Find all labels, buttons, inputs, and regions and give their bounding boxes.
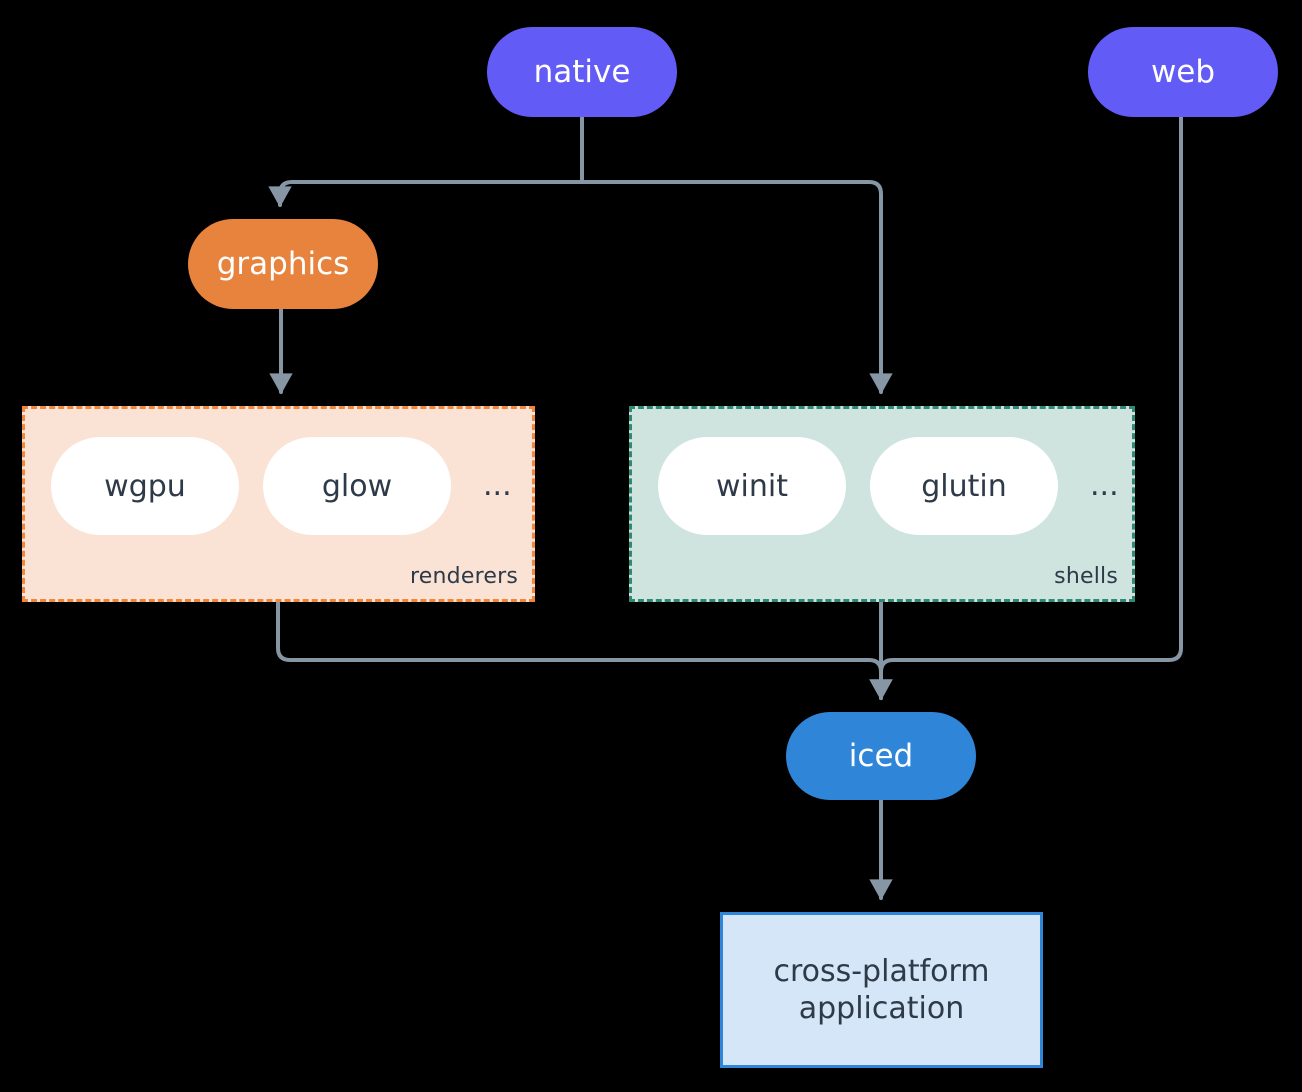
chip-glow-label: glow — [321, 468, 393, 504]
node-iced[interactable]: iced — [786, 712, 976, 800]
node-native[interactable]: native — [487, 27, 677, 117]
chip-glutin-label: glutin — [921, 468, 1007, 504]
node-graphics-label: graphics — [216, 245, 350, 282]
edge-renderers-to-iced — [276, 600, 893, 701]
shells-chip-row: winit glutin ... — [658, 437, 1119, 535]
edge-native-to-graphics — [268, 180, 584, 208]
chip-glow[interactable]: glow — [263, 437, 451, 535]
group-shells: winit glutin ... shells — [629, 406, 1135, 602]
group-renderers-label: renderers — [410, 564, 518, 589]
renderers-chip-row: wgpu glow ... — [51, 437, 512, 535]
chip-wgpu-label: wgpu — [104, 468, 186, 504]
node-application-label-line1: cross-platform — [773, 953, 990, 989]
node-application[interactable]: cross-platform application — [720, 912, 1043, 1068]
edge-web-to-iced — [869, 115, 1183, 701]
shells-more-ellipsis: ... — [1090, 468, 1119, 503]
edge-native-to-shells — [580, 180, 893, 395]
node-application-label-line2: application — [798, 991, 965, 1026]
renderers-more-ellipsis: ... — [483, 468, 512, 503]
chip-winit[interactable]: winit — [658, 437, 846, 535]
node-graphics[interactable]: graphics — [188, 219, 378, 309]
node-native-label: native — [533, 53, 631, 90]
node-web-label: web — [1150, 53, 1216, 90]
node-web[interactable]: web — [1088, 27, 1278, 117]
group-renderers: wgpu glow ... renderers — [22, 406, 535, 602]
group-shells-label: shells — [1054, 564, 1118, 589]
chip-glutin[interactable]: glutin — [870, 437, 1058, 535]
chip-wgpu[interactable]: wgpu — [51, 437, 239, 535]
node-iced-label: iced — [848, 737, 914, 774]
chip-winit-label: winit — [716, 468, 788, 504]
